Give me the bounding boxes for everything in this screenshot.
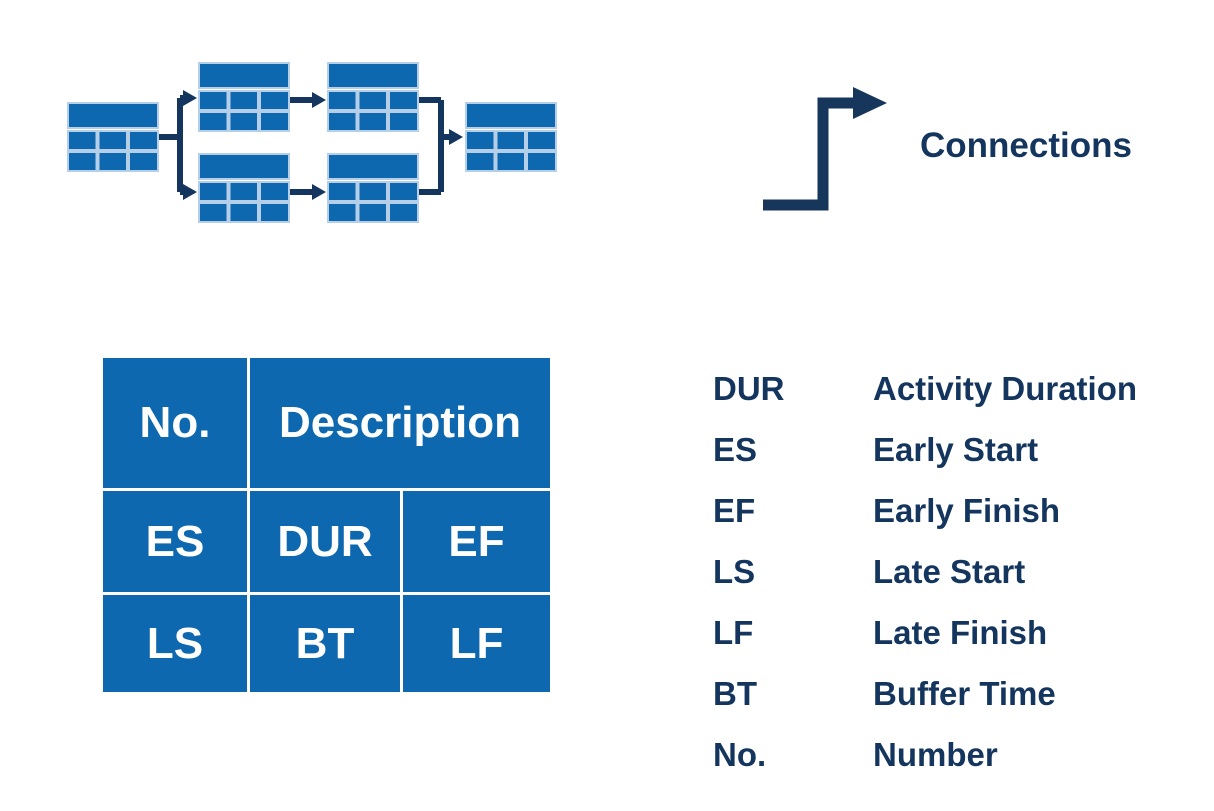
legend-definition: Late Finish (873, 613, 1048, 651)
connection-elbow-line (763, 97, 855, 211)
activity-node-bottom-1 (198, 153, 290, 223)
connections-label: Connections (920, 126, 1132, 165)
legend-row: EF Early Finish (713, 480, 1137, 541)
schema-cell-ef: EF (403, 491, 550, 592)
network-diagram (67, 62, 557, 223)
legend-abbr: ES (713, 430, 758, 468)
legend-abbr: DUR (713, 369, 785, 407)
legend-definition: Number (873, 735, 998, 773)
legend-definition: Late Start (873, 552, 1026, 590)
legend-abbr: EF (713, 491, 756, 529)
activity-node-top-2 (327, 62, 419, 132)
network-connectors (157, 95, 450, 195)
arrowhead-icon (312, 184, 326, 200)
schema-cell-bt: BT (250, 595, 400, 692)
schema-cell-lf: LF (403, 595, 550, 692)
legend-definition: Early Finish (873, 491, 1061, 529)
abbreviation-legend: DUR Activity Duration ES Early Start EF … (713, 358, 1137, 785)
schema-cell-es: ES (103, 491, 247, 592)
legend-abbr: LF (713, 613, 754, 651)
schema-cell-no: No. (103, 358, 247, 488)
schema-cell-dur: DUR (250, 491, 400, 592)
schema-cell-ls: LS (103, 595, 247, 692)
legend-definition: Buffer Time (873, 674, 1056, 712)
legend-definition: Activity Duration (873, 369, 1138, 407)
activity-node-bottom-2 (327, 153, 419, 223)
legend-definition: Early Start (873, 430, 1039, 468)
legend-row: LS Late Start (713, 541, 1137, 602)
arrowhead-icon (312, 92, 326, 108)
legend-abbr: BT (713, 674, 757, 712)
legend-row: LF Late Finish (713, 602, 1137, 663)
arrowhead-icon (183, 90, 197, 106)
arrowhead-icon (853, 87, 887, 119)
legend-row: No. Number (713, 724, 1137, 785)
activity-node-end (465, 102, 557, 172)
schema-cell-description: Description (250, 358, 550, 488)
legend-abbr: No. (713, 735, 767, 773)
legend-row: BT Buffer Time (713, 663, 1137, 724)
activity-node-start (67, 102, 159, 172)
legend-row: DUR Activity Duration (713, 358, 1137, 419)
connection-arrow-icon (763, 87, 887, 211)
legend-abbr: LS (713, 552, 756, 590)
activity-node-top-1 (198, 62, 290, 132)
node-schema-table: No. Description ES DUR EF LS BT LF (103, 358, 550, 692)
legend-row: ES Early Start (713, 419, 1137, 480)
arrowhead-icon (449, 129, 463, 145)
arrowhead-icon (183, 184, 197, 200)
